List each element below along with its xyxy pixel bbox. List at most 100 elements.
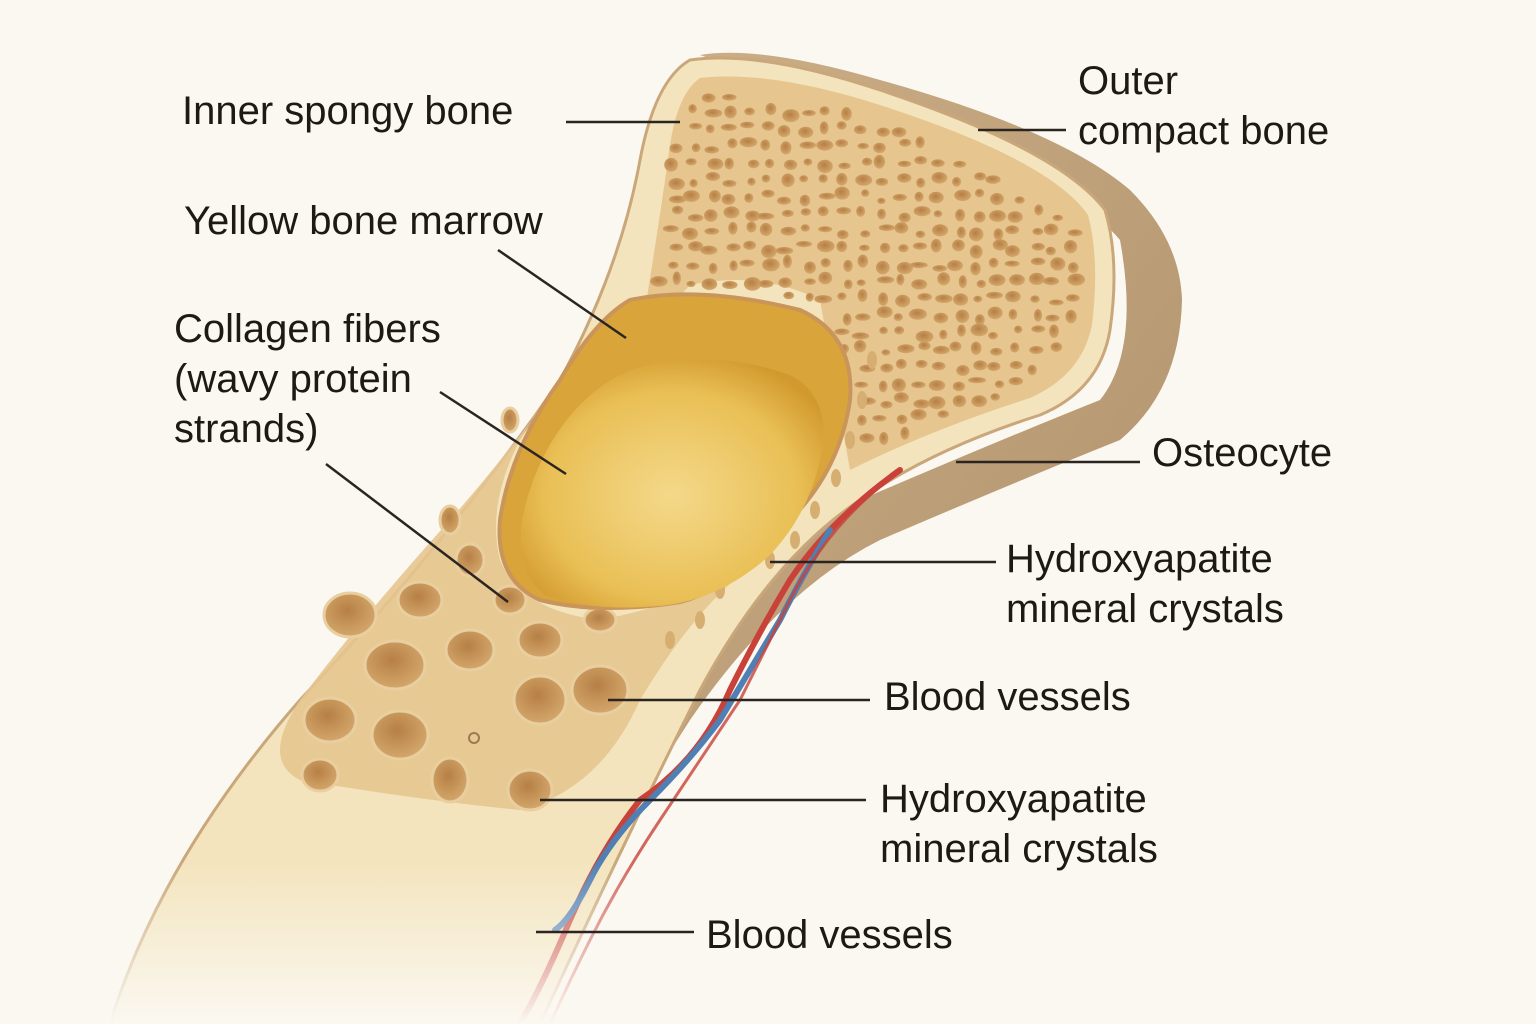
pore <box>782 109 800 123</box>
pore <box>708 263 718 274</box>
yellow-bone-marrow <box>520 359 824 608</box>
pore <box>784 159 798 170</box>
pore <box>896 262 913 275</box>
pore <box>841 107 852 121</box>
pore <box>1067 229 1083 237</box>
pore <box>1034 204 1044 216</box>
pore <box>761 121 775 131</box>
pore <box>956 226 966 239</box>
pore <box>1005 245 1020 257</box>
pore <box>973 360 988 371</box>
pore <box>861 189 870 197</box>
pore <box>857 289 868 302</box>
pore <box>956 365 970 376</box>
pore <box>804 261 816 274</box>
pore <box>780 141 792 155</box>
shaft-pore <box>500 406 520 434</box>
pore <box>1028 272 1045 285</box>
pore <box>687 214 704 222</box>
cortical-pore <box>857 391 867 409</box>
pore <box>1050 342 1063 352</box>
label-outer-compact-line-1: Outer <box>1078 59 1179 103</box>
pore <box>899 138 912 147</box>
pore <box>691 143 701 153</box>
pore <box>879 242 891 254</box>
pore <box>1005 225 1020 235</box>
pore <box>891 127 907 138</box>
pore <box>878 292 889 306</box>
pore <box>668 178 685 190</box>
pore <box>740 121 755 129</box>
pore <box>975 314 985 326</box>
pore <box>685 158 697 166</box>
pore <box>744 107 755 116</box>
pore <box>843 259 853 272</box>
label-blood-vessels-upper-text: Blood vessels <box>884 675 1131 719</box>
shaft-pore <box>300 757 340 793</box>
pore <box>668 261 679 269</box>
pore <box>854 125 867 135</box>
pore <box>1065 309 1077 324</box>
pore <box>689 123 703 130</box>
leader-yellow-marrow <box>497 248 627 340</box>
pore <box>854 381 869 388</box>
pore <box>954 189 971 202</box>
pore <box>879 326 888 335</box>
cortical-pore <box>845 431 855 449</box>
pore <box>704 108 723 118</box>
label-yellow-bone-marrow: Yellow bone marrow <box>184 196 543 246</box>
pore <box>662 225 679 233</box>
label-inner-spongy-bone-text: Inner spongy bone <box>182 89 514 133</box>
pore <box>800 224 810 232</box>
label-inner-spongy-bone: Inner spongy bone <box>182 86 513 136</box>
pore <box>893 392 909 403</box>
pore <box>933 312 949 324</box>
pore <box>928 396 946 410</box>
pore <box>707 158 724 170</box>
pore <box>798 126 814 138</box>
pore <box>778 277 792 288</box>
pore <box>931 361 946 371</box>
pore <box>975 188 985 198</box>
pore <box>746 221 757 233</box>
pore <box>955 209 966 222</box>
pore <box>909 308 927 320</box>
pore <box>1031 242 1045 251</box>
pore <box>1009 274 1025 286</box>
pore <box>727 138 738 149</box>
pore <box>857 143 869 150</box>
pore <box>1010 342 1020 353</box>
pore <box>796 241 812 248</box>
pore <box>726 243 741 252</box>
pore <box>897 160 912 168</box>
pore <box>937 272 951 286</box>
pore <box>970 341 982 355</box>
pore <box>914 191 924 202</box>
pore <box>875 177 889 186</box>
pore <box>939 329 948 340</box>
pore <box>912 242 928 250</box>
shaft-pore <box>396 580 444 620</box>
pore <box>803 158 813 166</box>
pore <box>855 174 873 186</box>
pore <box>1050 257 1066 271</box>
pore <box>987 306 1003 320</box>
pore <box>817 240 835 253</box>
pore <box>968 377 987 384</box>
pore <box>935 294 953 304</box>
shaft-pore <box>444 628 496 672</box>
pore <box>709 190 721 203</box>
pore <box>739 137 758 148</box>
label-hydroxy-upper-line-2: mineral crystals <box>1006 587 1284 631</box>
pore <box>835 139 849 148</box>
pore <box>989 210 1007 222</box>
pore <box>1067 273 1086 286</box>
pore <box>682 227 698 240</box>
pore <box>973 295 983 303</box>
pore <box>893 313 903 321</box>
pore <box>816 140 834 151</box>
pore <box>682 190 700 202</box>
pore <box>928 191 944 204</box>
shaft-pore <box>438 504 462 536</box>
